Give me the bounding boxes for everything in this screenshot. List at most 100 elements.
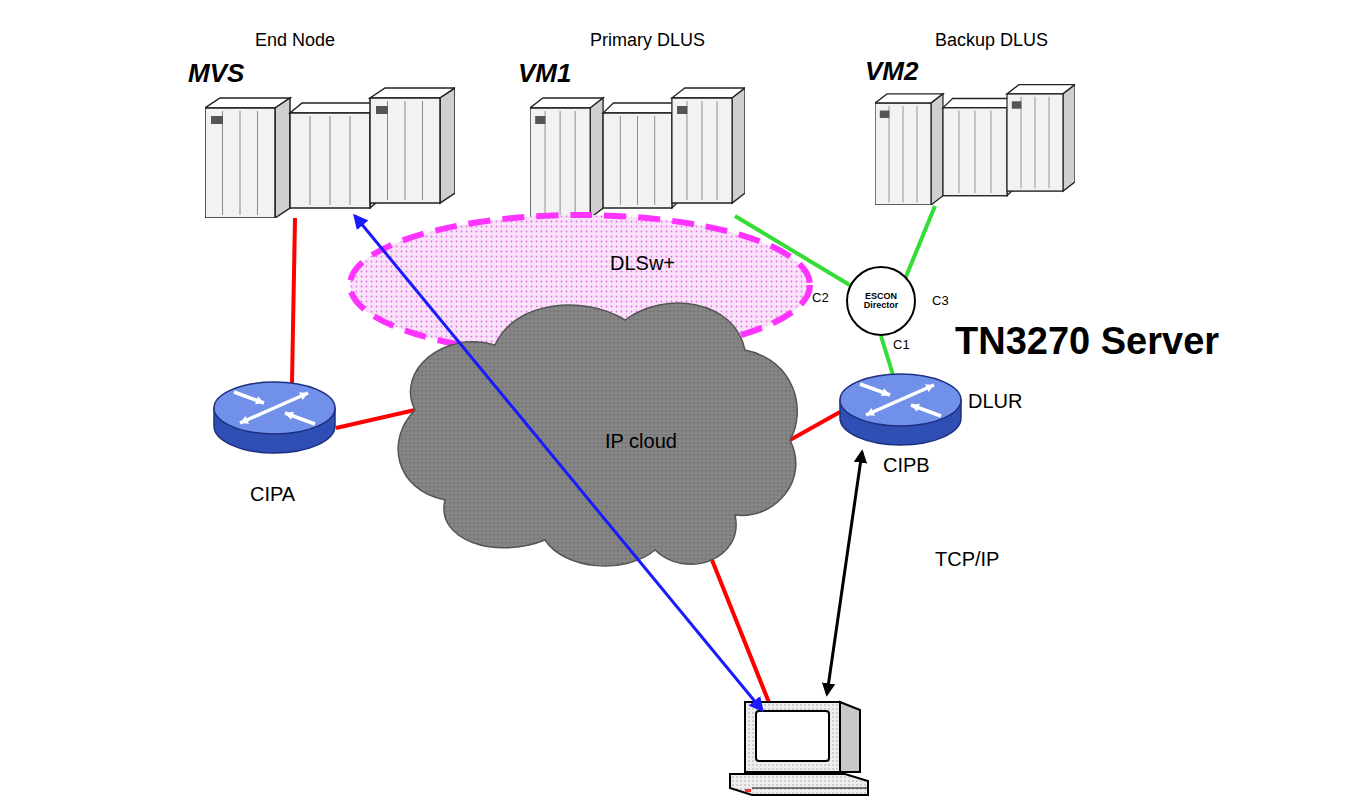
tcpip-arrow [827,452,862,694]
mainframe-node-shape [530,83,745,218]
port-label: C3 [932,293,949,308]
router-name: CIPB [883,454,930,477]
pc-side [840,702,860,772]
status-panel [376,106,388,114]
mainframe-node: Backup DLUSVM2 [860,28,1085,210]
router-top [214,382,335,434]
pc-workstation [730,702,868,795]
cabinet-front [370,98,440,203]
region-label: DLSw+ [610,252,675,275]
cabinet-side [732,88,745,203]
panel-seam [975,111,976,193]
panel-seam [240,111,241,215]
cabinet-top [943,99,1017,108]
panel-seam [405,101,406,200]
role-label: Primary DLUS [590,30,705,51]
panel-seam [330,116,331,205]
cabinet-top [290,103,382,113]
port-label: C1 [893,337,910,352]
cabinet-side [1063,85,1075,191]
switch-label: ESCON Director [853,292,909,311]
panel-seam [903,106,904,202]
cabinet-top [603,103,682,113]
cabinet-front [530,108,590,218]
pc-base-edge [752,788,868,789]
protocol-label: TCP/IP [935,548,999,571]
session-arrow [355,216,762,710]
router-arrowhead [299,392,308,400]
host-name: VM1 [518,58,571,89]
pc-base [730,774,868,795]
server-title: TN3270 Server [955,320,1219,363]
ip-cloud-shape [385,290,810,580]
ip-cloud: IP cloud [385,290,810,580]
router-arrowhead [240,416,249,424]
mainframe-node-shape [205,83,455,218]
router-top [840,374,961,426]
cabinet-side [931,94,943,205]
panel-seam [575,111,576,215]
cabinet-front [290,113,370,208]
cabinet-side [590,98,603,218]
panel-seam [222,111,223,215]
mainframe-node: End NodeMVS [180,28,470,220]
router-arrowhead [881,388,890,396]
panel-seam [1049,97,1050,189]
cabinet-side [440,88,455,203]
router-arrowhead [925,384,934,392]
link-line [881,336,893,375]
router-arrowhead [285,412,294,420]
port-label: C2 [812,290,829,305]
router-arrowhead [866,408,875,416]
mainframe-node: Primary DLUS VM1 [510,28,750,220]
panel-seam [959,111,960,193]
panel-seam [350,116,351,205]
status-panel [211,116,223,124]
escon-director: ESCON Director [845,265,917,337]
router-arrowhead [911,404,920,412]
host-name: VM2 [865,56,918,87]
panel-seam [991,111,992,193]
panel-seam [637,116,638,205]
router-arrow [240,408,274,423]
router-name: CIPA [250,483,295,506]
panel-seam [654,116,655,205]
pc-monitor [745,702,840,772]
status-panel [1012,101,1022,108]
status-panel [677,106,687,114]
role-label: DLUR [968,390,1022,413]
panel-seam [1021,97,1022,189]
panel-seam [257,111,258,215]
cabinet-front [603,113,672,208]
host-name: MVS [188,58,244,89]
router-node: CIPA [212,370,342,515]
escon-circle [847,267,915,335]
router-arrow [900,385,934,400]
cabinet-front [205,108,275,218]
router-arrowhead [255,396,264,404]
router-node: DLUR CIPB [838,372,1038,484]
panel-seam [310,116,311,205]
link-line [905,206,935,279]
pc-led [745,789,751,792]
link-line [292,218,295,383]
panel-seam [422,101,423,200]
pc-screen [756,711,829,761]
cabinet-front [875,103,931,205]
cabinet-front [672,98,732,203]
panel-seam [917,106,918,202]
router-arrow [866,400,900,415]
cabinet-front [943,108,1007,196]
router-arrow [274,393,308,408]
panel-seam [702,101,703,200]
router-node-shape [838,372,963,447]
panel-seam [717,101,718,200]
mainframe-node-shape [875,80,1075,205]
cabinet-front [1007,94,1063,191]
role-label: End Node [255,30,335,51]
panel-seam [560,111,561,215]
cloud-label: IP cloud [605,430,677,453]
panel-seam [1035,97,1036,189]
